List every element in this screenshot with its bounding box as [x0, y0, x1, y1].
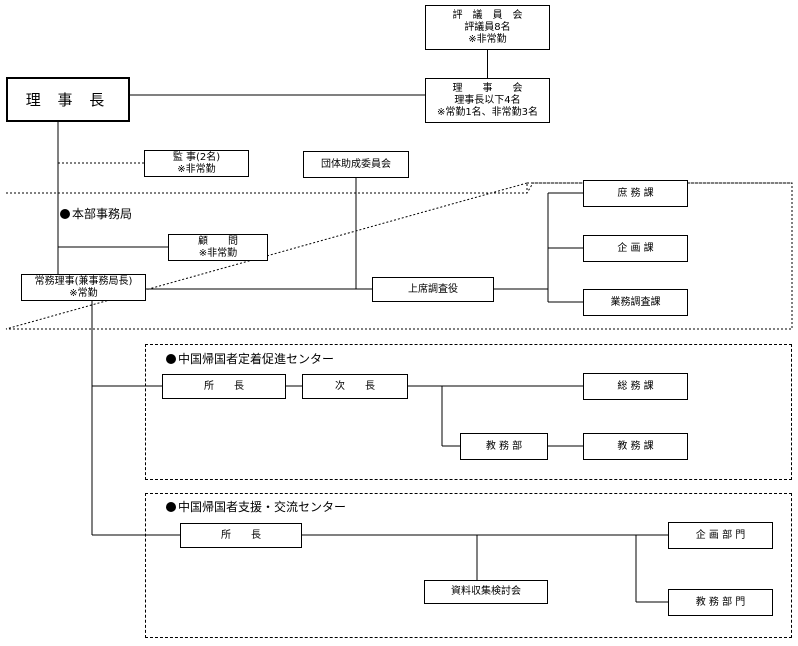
box-line: ※常勤1名、非常勤3名 — [436, 106, 539, 118]
box-line: 所 長 — [221, 529, 261, 541]
box-shiryo: 資料収集検討会 — [424, 580, 548, 604]
box-line: 業務調査課 — [610, 296, 661, 308]
box-line: 次 長 — [335, 380, 375, 392]
box-line: 企 画 部 門 — [695, 529, 746, 541]
box-kyomu-bumon: 教 務 部 門 — [668, 589, 773, 616]
heading-honbu-text: 本部事務局 — [72, 207, 133, 221]
box-line: 理 事 長 — [25, 90, 111, 109]
box-kyomubu: 教 務 部 — [460, 433, 548, 460]
box-komon: 顧 問 ※非常勤 — [168, 234, 268, 261]
box-line: 企 画 課 — [617, 242, 654, 254]
box-line: 所 長 — [204, 380, 244, 392]
box-line: 常務理事(兼事務局長) — [34, 275, 133, 287]
box-kikaku-bumon: 企 画 部 門 — [668, 522, 773, 549]
box-line: 団体助成委員会 — [321, 158, 391, 170]
box-jicho: 次 長 — [302, 374, 408, 399]
box-line: 庶 務 課 — [617, 187, 654, 199]
box-line: 教 務 課 — [617, 440, 654, 452]
box-rijicho: 理 事 長 — [6, 77, 130, 122]
box-line: 評議員8名 — [464, 21, 511, 33]
box-line: 上席調査役 — [408, 283, 458, 295]
box-line: 資料収集検討会 — [451, 586, 521, 597]
box-hyogiinkai: 評 議 員 会 評議員8名 ※非常勤 — [425, 5, 550, 50]
box-somuka: 総 務 課 — [583, 373, 688, 400]
box-kikakuka: 企 画 課 — [583, 235, 688, 262]
box-line: 顧 問 — [198, 235, 238, 247]
bullet-icon — [166, 354, 176, 364]
box-gyomu-chosa: 業務調査課 — [583, 289, 688, 316]
box-dantai: 団体助成委員会 — [303, 151, 409, 178]
box-line: ※常勤 — [69, 287, 98, 299]
box-shocho-teichaku: 所 長 — [162, 374, 286, 399]
box-line: 評 議 員 会 — [452, 9, 523, 21]
box-line: 総 務 課 — [617, 380, 654, 392]
box-line: ※非常勤 — [177, 163, 216, 175]
region-shien-center — [145, 493, 792, 638]
box-kanji: 監 事(2名) ※非常勤 — [144, 150, 249, 177]
region-teichaku-center — [145, 344, 792, 480]
box-line: 教 務 部 — [485, 440, 523, 452]
box-line: ※非常勤 — [198, 247, 238, 259]
bullet-icon — [166, 502, 176, 512]
heading-shien: 中国帰国者支援・交流センター — [166, 500, 346, 514]
box-line: 理 事 会 — [452, 82, 523, 94]
box-line: 理事長以下4名 — [454, 94, 521, 106]
box-joseki: 上席調査役 — [372, 277, 494, 302]
heading-teichaku-text: 中国帰国者定着促進センター — [178, 352, 335, 366]
box-jomu: 常務理事(兼事務局長) ※常勤 — [21, 274, 146, 301]
heading-honbu: 本部事務局 — [60, 207, 132, 221]
box-shomuka: 庶 務 課 — [583, 180, 688, 207]
box-shocho-shien: 所 長 — [180, 523, 302, 548]
box-line: ※非常勤 — [468, 33, 507, 45]
box-line: 教 務 部 門 — [695, 596, 746, 608]
box-line: 監 事(2名) — [172, 151, 221, 163]
heading-teichaku: 中国帰国者定着促進センター — [166, 352, 334, 366]
box-rijikai: 理 事 会 理事長以下4名 ※常勤1名、非常勤3名 — [425, 78, 550, 123]
box-kyomuka: 教 務 課 — [583, 433, 688, 460]
heading-shien-text: 中国帰国者支援・交流センター — [178, 500, 347, 514]
bullet-icon — [60, 209, 70, 219]
